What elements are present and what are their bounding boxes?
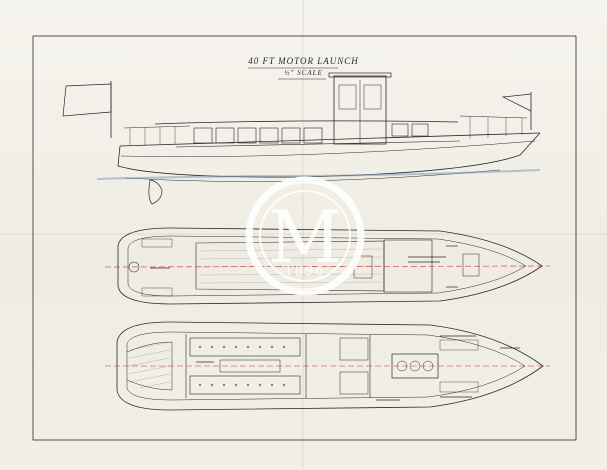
stern-hatching	[127, 341, 171, 389]
hull-bilge-line	[120, 140, 536, 157]
hull-sheer	[119, 132, 541, 147]
deck-plan-inner	[127, 235, 527, 297]
engine-room-seat	[439, 339, 479, 351]
drawing-scale: ½" SCALE	[284, 69, 323, 77]
waterline-wash	[96, 169, 541, 180]
galley-compartment	[339, 337, 369, 361]
saloon-window	[281, 127, 301, 144]
fore-rail	[459, 115, 528, 119]
paper-fold-horizontal	[0, 233, 607, 235]
saloon-window	[303, 127, 323, 144]
saloon-settee-upper	[189, 337, 301, 357]
drawing-title: 40 FT MOTOR LAUNCH	[248, 56, 359, 66]
wheelhouse	[333, 75, 387, 145]
aft-rail	[123, 125, 191, 129]
deck-hatch	[462, 253, 480, 277]
cabin-roof	[154, 120, 459, 125]
rudder	[148, 179, 163, 205]
engine-room-seat	[439, 381, 479, 393]
lavatory-compartment	[339, 371, 369, 395]
deck-seat	[141, 238, 173, 248]
sheet-border	[32, 35, 577, 441]
saloon-window	[237, 127, 257, 144]
side-elevation	[62, 72, 541, 205]
watermark-letter: M	[268, 195, 342, 279]
deck-centerline	[104, 265, 551, 268]
paper-fold-vertical	[302, 0, 304, 470]
settee-buttoning	[198, 345, 286, 387]
watermark-seal	[245, 176, 365, 296]
wheelhouse-roof	[328, 72, 392, 78]
saloon-settee-lower	[189, 375, 301, 395]
fore-cabin-window	[391, 123, 409, 137]
fore-cabin-window	[411, 123, 429, 137]
saloon-window	[259, 127, 279, 144]
aft-flag	[62, 83, 112, 117]
cabin-base	[175, 140, 461, 148]
fore-flag	[501, 93, 532, 112]
accommodation-annotations	[196, 335, 520, 401]
saloon-window	[193, 127, 213, 144]
saloon-window	[215, 127, 235, 144]
wheelhouse-window-right	[363, 84, 382, 110]
deck-plan-annotations	[150, 245, 458, 288]
watermark-year: 1896	[284, 264, 326, 279]
wheelhouse-window-left	[338, 84, 357, 110]
deck-seat	[141, 287, 173, 297]
